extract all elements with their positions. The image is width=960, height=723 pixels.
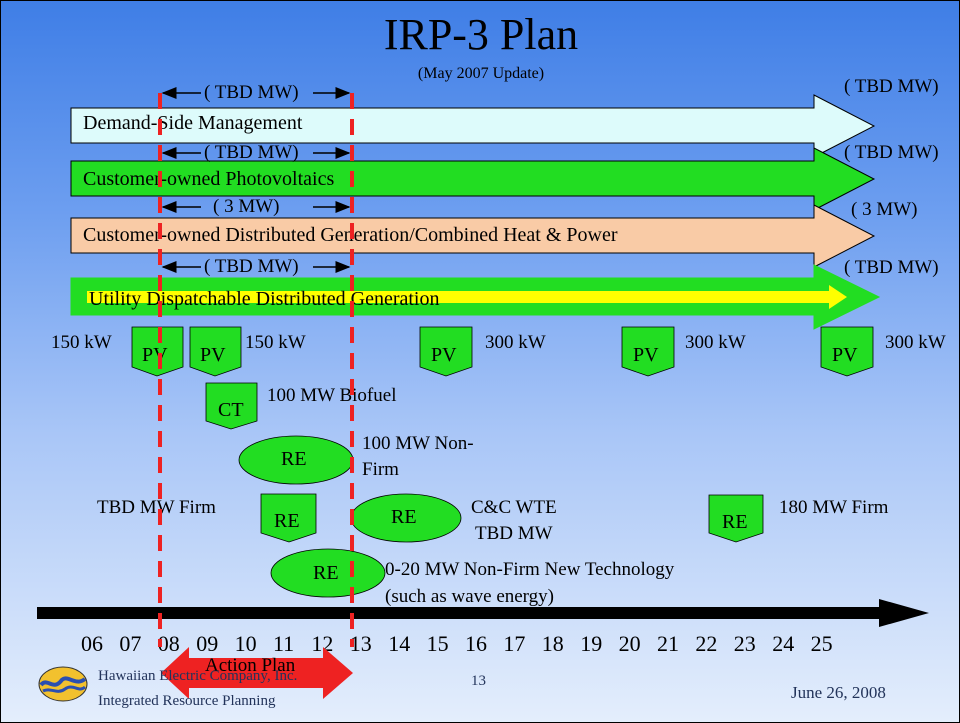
year-label: 08 <box>157 631 180 656</box>
pv-marker-1 <box>131 326 184 377</box>
year-label: 19 <box>580 631 603 656</box>
pv-code-5: PV <box>832 344 858 366</box>
action-plan-label: Action Plan <box>205 655 296 676</box>
year-label: 11 <box>273 631 295 656</box>
re-nonfirm-label-1: 100 MW Non- <box>362 433 474 454</box>
ct-marker <box>205 382 258 430</box>
footer-date: June 26, 2008 <box>791 683 886 702</box>
customer-dg-right-label: ( 3 MW) <box>851 199 918 220</box>
slide-title: IRP-3 Plan <box>383 10 579 59</box>
year-label: 21 <box>657 631 679 656</box>
re-newtech-label-1: 0-20 MW Non-Firm New Technology <box>385 559 675 580</box>
year-label: 24 <box>772 631 795 656</box>
re-marker-180 <box>708 494 764 543</box>
pv-marker-2 <box>189 326 242 377</box>
utility-dg-right-label: ( TBD MW) <box>844 257 939 278</box>
footer-department: Integrated Resource Planning <box>98 693 276 709</box>
pv-label-1: 150 kW <box>51 332 112 353</box>
pv-marker-3 <box>419 326 473 377</box>
year-label: 16 <box>465 631 487 656</box>
customer-pv-band-arrow <box>70 147 876 211</box>
re-marker-firm <box>260 493 317 543</box>
pv-code-2: PV <box>200 344 226 366</box>
customer-dg-band-arrow <box>70 204 876 268</box>
footer-page-number: 13 <box>471 673 486 689</box>
customer-pv-right-label: ( TBD MW) <box>844 142 939 163</box>
re-code-newtech: RE <box>313 562 339 584</box>
dsm-right-label: ( TBD MW) <box>844 76 939 97</box>
year-label: 10 <box>234 631 257 656</box>
year-label: 06 <box>81 631 103 656</box>
year-label: 20 <box>618 631 641 656</box>
action-plan-arrow <box>161 647 353 699</box>
re-code-firm: RE <box>274 510 300 532</box>
year-label: 17 <box>503 631 526 656</box>
re-180-label: 180 MW Firm <box>779 497 889 518</box>
footer-company: Hawaiian Electric Company, Inc. <box>98 668 298 684</box>
re-wte-label-1: C&C WTE <box>471 497 557 518</box>
customer-pv-bracket-label: ( TBD MW) <box>204 142 299 163</box>
pv-marker-5 <box>820 326 874 377</box>
pv-label-2: 150 kW <box>245 332 306 353</box>
pv-code-4: PV <box>633 344 659 366</box>
utility-dg-bracket-label: ( TBD MW) <box>204 256 299 277</box>
year-label: 07 <box>119 631 142 656</box>
re-newtech-label-2: (such as wave energy) <box>385 586 554 607</box>
heco-logo-icon <box>38 666 88 702</box>
re-code-nonfirm: RE <box>281 448 307 470</box>
year-label: 14 <box>388 631 411 656</box>
ct-code: CT <box>218 399 244 421</box>
pv-label-4: 300 kW <box>685 332 746 353</box>
customer-dg-bracket-label: ( 3 MW) <box>213 196 280 217</box>
ct-label: 100 MW Biofuel <box>267 385 397 406</box>
pv-label-3: 300 kW <box>485 332 546 353</box>
pv-label-5: 300 kW <box>885 332 946 353</box>
years-axis: 06 07 08 09 10 11 12 13 14 15 16 17 18 19 20 21 22 23 24 25 <box>81 631 881 659</box>
customer-pv-band-label: Customer-owned Photovoltaics <box>83 168 335 190</box>
year-label: 23 <box>733 631 756 656</box>
re-firm-label: TBD MW Firm <box>97 497 216 518</box>
pv-marker-4 <box>621 326 675 377</box>
pv-code-3: PV <box>431 344 457 366</box>
timeline-arrow <box>37 599 929 627</box>
dsm-bracket-label: ( TBD MW) <box>204 82 299 103</box>
re-nonfirm-label-2: Firm <box>362 459 399 480</box>
year-label: 22 <box>695 631 718 656</box>
re-ellipse-newtech <box>270 548 386 598</box>
year-label: 13 <box>349 631 372 656</box>
re-wte-label-2: TBD MW <box>475 523 553 544</box>
utility-dg-band-arrow <box>70 264 881 330</box>
year-label: 12 <box>311 631 334 656</box>
year-label: 09 <box>196 631 219 656</box>
re-code-wte: RE <box>391 506 417 528</box>
year-label: 15 <box>426 631 449 656</box>
slide-subtitle: (May 2007 Update) <box>417 65 545 82</box>
year-label: 25 <box>810 631 833 656</box>
dsm-band-label: Demand-Side Management <box>83 112 303 134</box>
year-label: 18 <box>541 631 564 656</box>
re-code-180: RE <box>722 511 748 533</box>
dsm-band-arrow <box>70 94 876 158</box>
